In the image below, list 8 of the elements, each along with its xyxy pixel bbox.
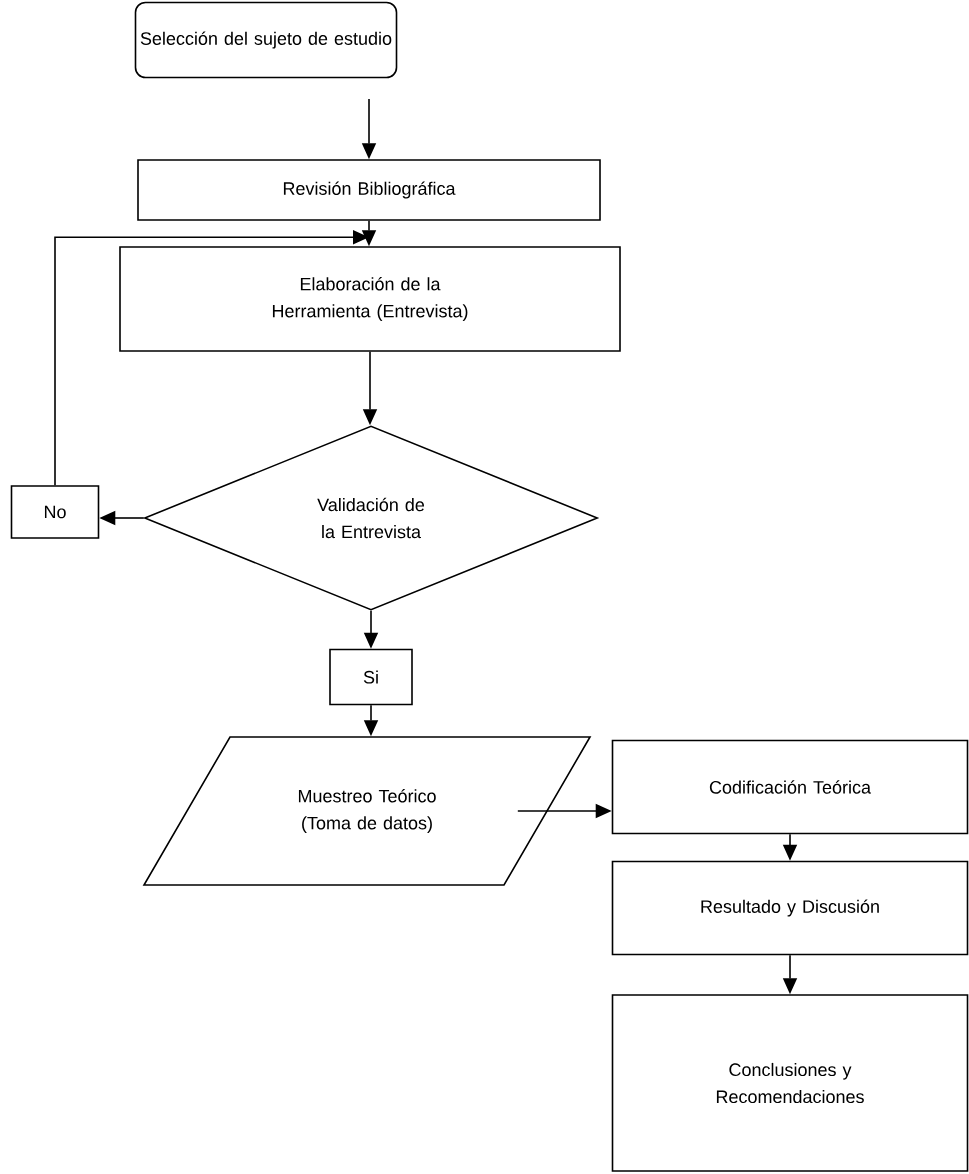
process-box: Resultado y Discusión bbox=[611, 860, 969, 956]
answer-box: Si bbox=[329, 648, 413, 706]
answer-box: No bbox=[10, 485, 100, 539]
process-box: Elaboración de la Herramienta (Entrevista) bbox=[119, 246, 621, 352]
process-box: Conclusiones y Recomendaciones bbox=[611, 994, 969, 1172]
process-box: Codificación Teórica bbox=[611, 739, 969, 835]
start-box: Selección del sujeto de estudio bbox=[134, 1, 398, 79]
process-box: Revisión Bibliográfica bbox=[137, 159, 601, 221]
